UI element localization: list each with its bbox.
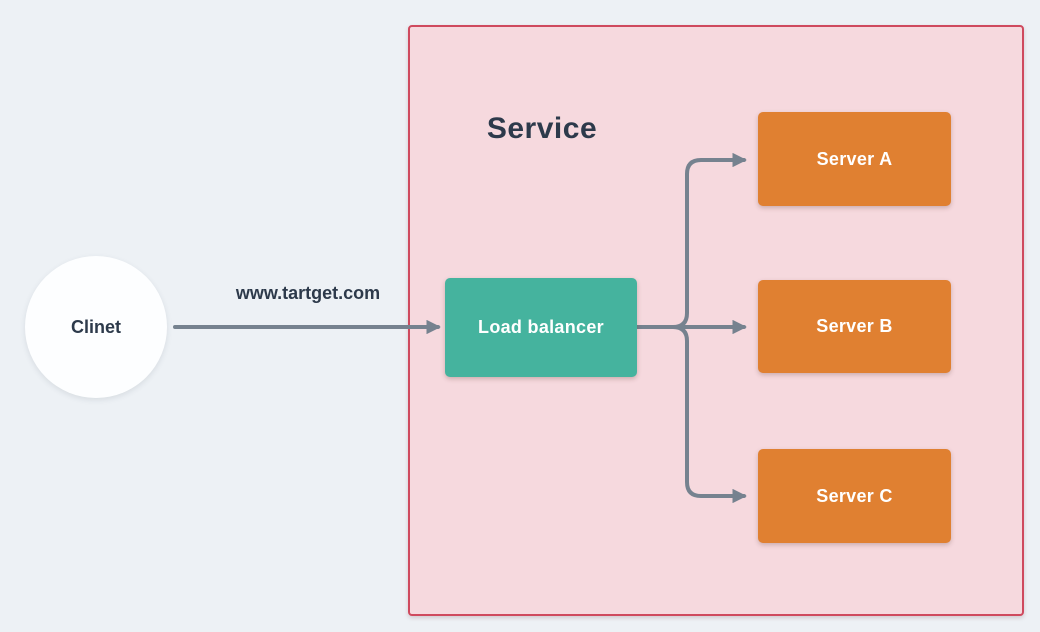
connection-url-label: www.tartget.com: [235, 283, 381, 303]
client-node-label: Clinet: [70, 316, 121, 337]
client-node: Clinet: [25, 256, 167, 398]
service-group-title: Service: [486, 112, 598, 145]
server-a-node: Server A: [758, 112, 951, 206]
server-b-node: Server B: [758, 280, 951, 373]
load-balancer-node: Load balancer: [445, 278, 637, 377]
server-c-node: Server C: [758, 449, 951, 543]
